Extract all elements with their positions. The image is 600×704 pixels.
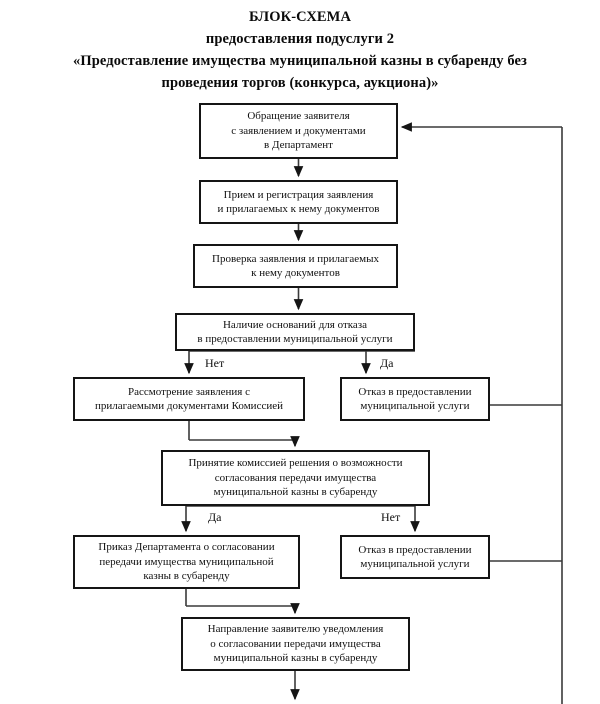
node-order-text: Приказ Департамента о согласовании перед…: [98, 541, 275, 583]
branch-label-commission-yes: Да: [208, 510, 222, 524]
branch-label-grounds-no: Нет: [205, 356, 225, 370]
node-commission-review: Рассмотрение заявления с прилагаемыми до…: [73, 377, 305, 421]
title-line-1: БЛОК-СХЕМА: [248, 9, 352, 25]
node-applicant-notification: Направление заявителю уведомления о согл…: [181, 617, 410, 671]
node-review-text: Рассмотрение заявления с прилагаемыми до…: [94, 385, 283, 413]
node-refusal-1-text: Отказ в предоставлении муниципальной усл…: [358, 385, 472, 413]
node-verification: Проверка заявления и прилагаемых к нему …: [193, 244, 398, 288]
node-grounds-text: Наличие оснований для отказа в предостав…: [197, 318, 393, 346]
node-commission-text: Принятие комиссией решения о возможности…: [188, 457, 403, 499]
node-application-text: Обращение заявителя с заявлением и докум…: [231, 110, 366, 152]
branch-label-grounds-yes: Да: [380, 356, 394, 370]
node-notification-text: Направление заявителю уведомления о согл…: [207, 623, 384, 665]
title-line-3: «Предоставление имущества муниципальной …: [73, 53, 527, 69]
node-department-order: Приказ Департамента о согласовании перед…: [73, 535, 300, 589]
node-refusal-2-text: Отказ в предоставлении муниципальной усл…: [358, 543, 472, 571]
node-registration-text: Прием и регистрация заявления и прилагае…: [217, 188, 380, 216]
node-verification-text: Проверка заявления и прилагаемых к нему …: [212, 252, 379, 280]
node-registration: Прием и регистрация заявления и прилагае…: [199, 180, 398, 224]
node-commission-decision: Принятие комиссией решения о возможности…: [161, 450, 430, 506]
node-refusal-service-1: Отказ в предоставлении муниципальной усл…: [340, 377, 490, 421]
title-line-2: предоставления подуслуги 2: [205, 31, 395, 47]
title-line-4: проведения торгов (конкурса, аукциона)»: [161, 75, 439, 91]
node-application: Обращение заявителя с заявлением и докум…: [199, 103, 398, 159]
document-title: БЛОК-СХЕМА предоставления подуслуги 2 «П…: [0, 6, 600, 94]
node-grounds-for-refusal: Наличие оснований для отказа в предостав…: [175, 313, 415, 351]
node-refusal-service-2: Отказ в предоставлении муниципальной усл…: [340, 535, 490, 579]
branch-label-commission-no: Нет: [381, 510, 401, 524]
